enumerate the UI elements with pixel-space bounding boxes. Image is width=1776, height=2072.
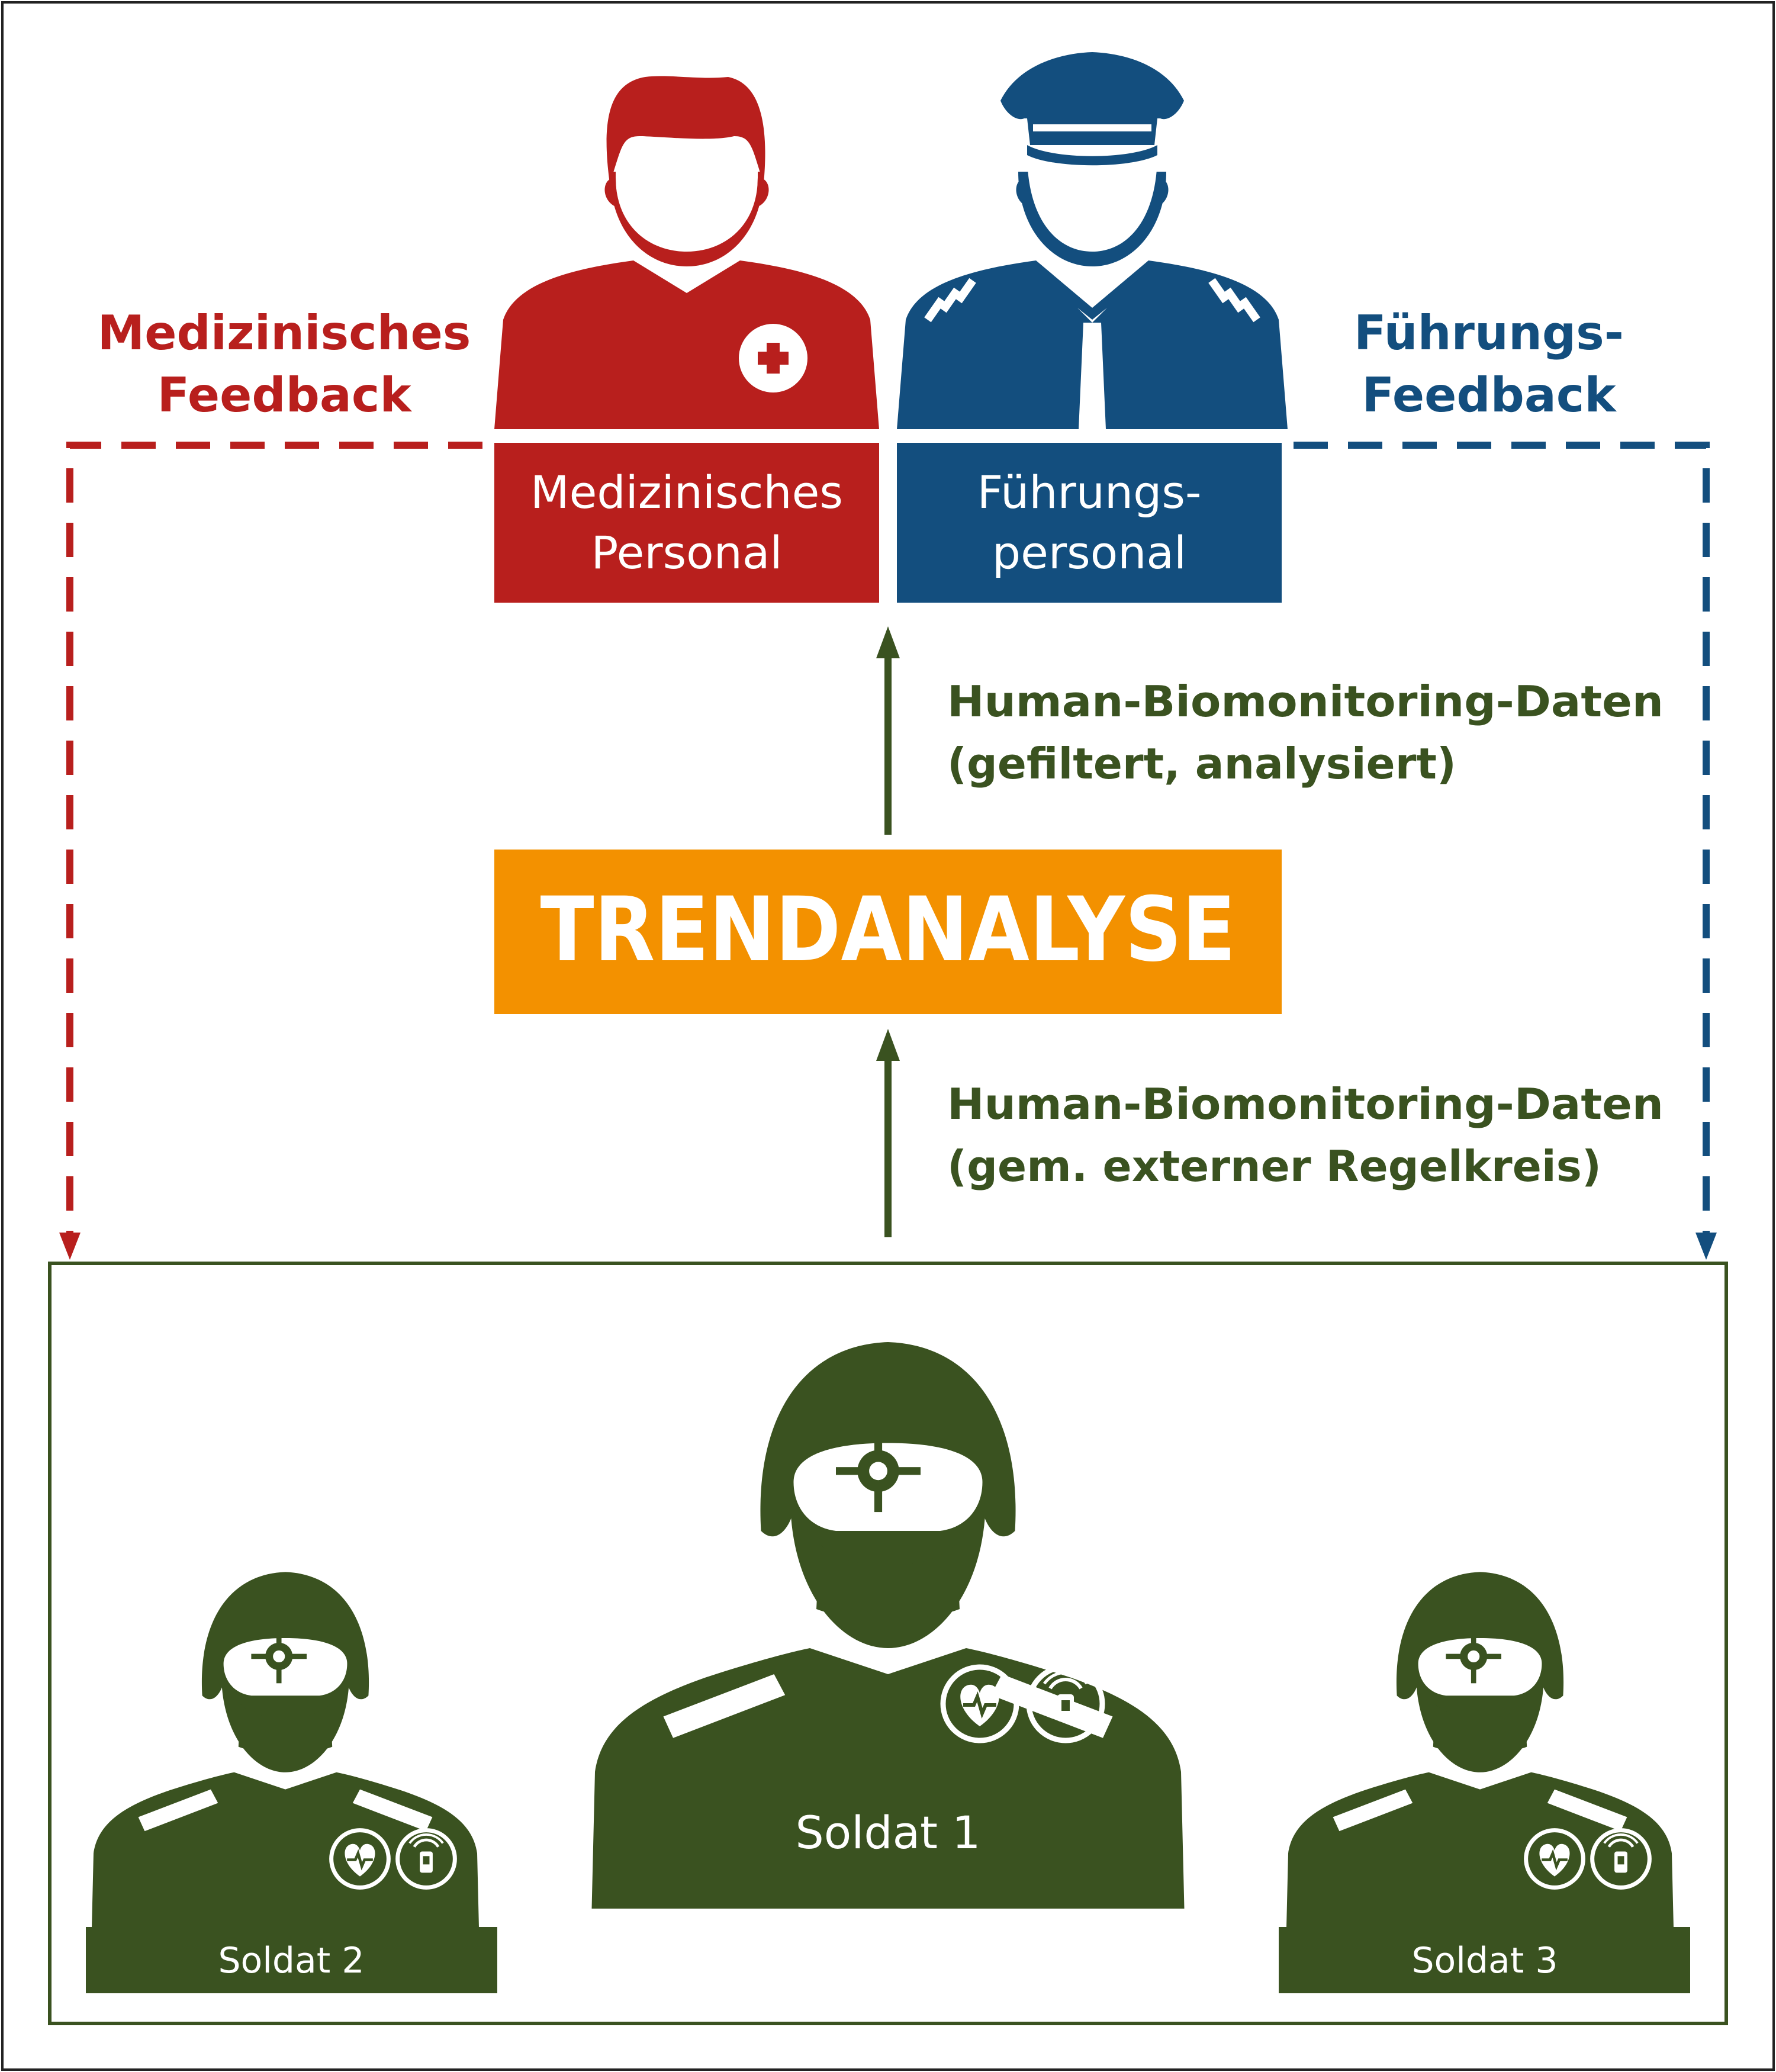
- officer-cap-icon: [1000, 52, 1184, 166]
- lower-dataflow-label-line1: Human-Biomonitoring-Daten: [947, 1079, 1664, 1129]
- command-feedback-arrow: [1294, 442, 1717, 1260]
- command-staff-box: [897, 443, 1282, 603]
- trend-analysis-label: TRENDANALYSE: [540, 879, 1236, 982]
- soldier-3-nameplate: [1279, 1927, 1690, 1993]
- soldier-2-label: Soldat 2: [218, 1940, 364, 1981]
- soldier-1-label: Soldat 1: [796, 1806, 981, 1859]
- command-feedback-label-line1: Führungs-: [1354, 305, 1624, 361]
- command-feedback-label-line2: Feedback: [1362, 368, 1617, 423]
- soldier-3-label: Soldat 3: [1411, 1940, 1558, 1981]
- medical-cross-icon: [739, 324, 807, 392]
- medical-staff-label-line1: Medizinisches: [530, 466, 843, 519]
- trend-analysis-box: [494, 850, 1282, 1014]
- soldier-group-frame: [48, 1262, 1728, 2025]
- command-staff-label-line1: Führungs-: [977, 466, 1202, 519]
- upper-dataflow-label-line2: (gefiltert, analysiert): [947, 739, 1456, 789]
- soldier-1-nameplate: [622, 1787, 1154, 1877]
- medical-feedback-label-line2: Feedback: [157, 368, 412, 423]
- upper-dataflow-arrow: [876, 626, 900, 835]
- medical-feedback-arrow: [59, 442, 482, 1260]
- lower-dataflow-arrow: [876, 1029, 900, 1237]
- command-staff-figure: [897, 52, 1288, 429]
- command-staff-label-line2: personal: [992, 526, 1186, 579]
- soldier-2-nameplate: [86, 1927, 497, 1993]
- medical-feedback-label-line1: Medizinisches: [98, 305, 471, 361]
- lower-dataflow-label-line2: (gem. externer Regelkreis): [947, 1141, 1601, 1191]
- upper-dataflow-label-line1: Human-Biomonitoring-Daten: [947, 677, 1664, 726]
- medical-staff-label-line2: Personal: [591, 526, 782, 579]
- medical-staff-box: [494, 443, 879, 603]
- medical-staff-figure: [494, 76, 879, 429]
